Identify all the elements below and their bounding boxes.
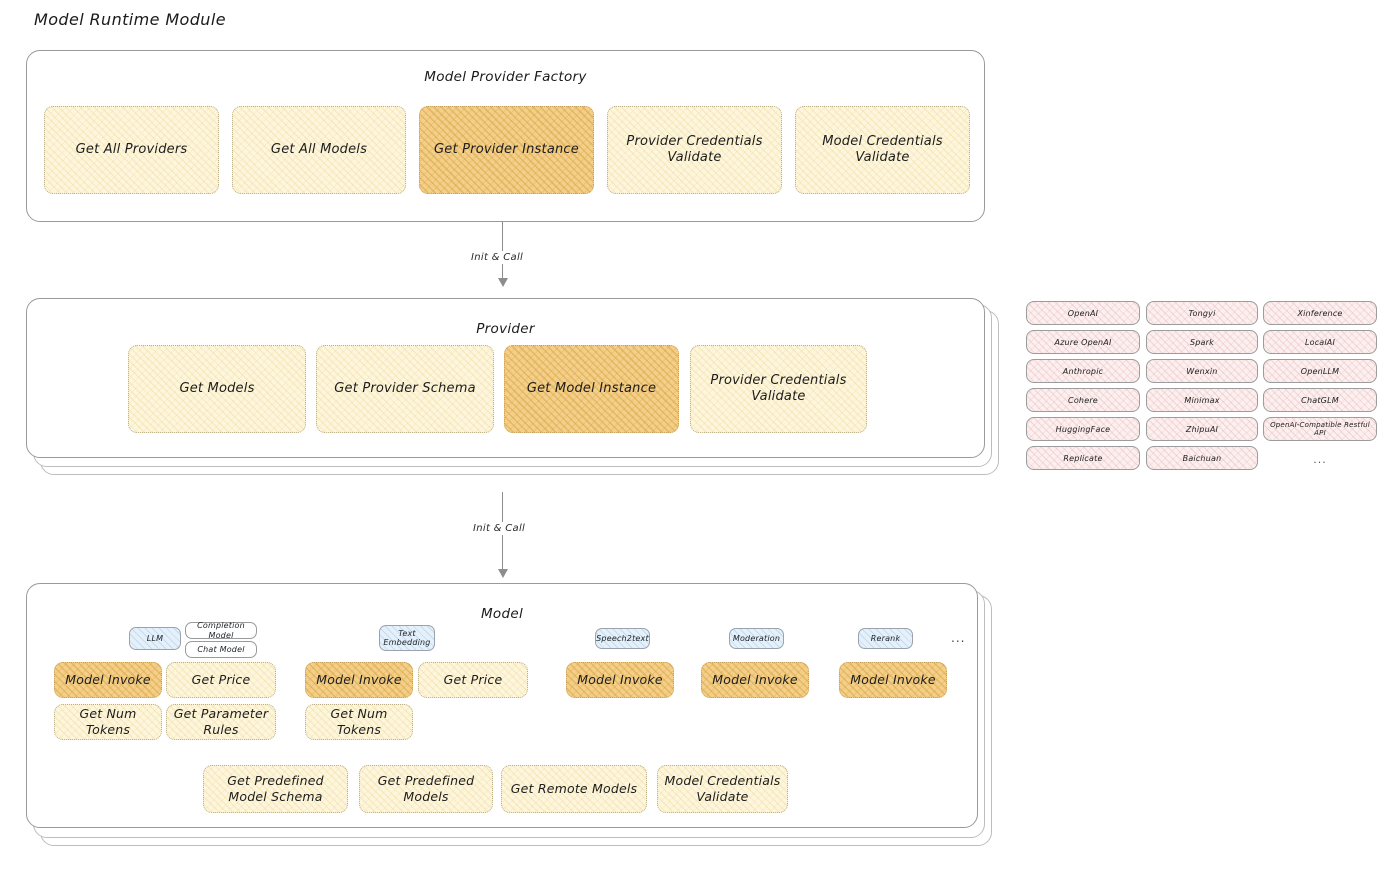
- llm-method-model-invoke[interactable]: Model Invoke: [54, 662, 162, 698]
- model-common-model-credentials-validate[interactable]: Model Credentials Validate: [657, 765, 788, 813]
- arrow-factory-to-provider-label: Init & Call: [466, 251, 529, 264]
- provider-chip-spark[interactable]: Spark: [1146, 330, 1258, 354]
- provider-box-provider-credentials-validate[interactable]: Provider Credentials Validate: [690, 345, 867, 433]
- moderation-method-model-invoke[interactable]: Model Invoke: [701, 662, 809, 698]
- llm-method-get-parameter-rules[interactable]: Get Parameter Rules: [166, 704, 276, 740]
- factory-box-model-credentials-validate[interactable]: Model Credentials Validate: [795, 106, 970, 194]
- provider-box-get-model-instance[interactable]: Get Model Instance: [504, 345, 679, 433]
- provider-list-more-ellipsis: ...: [1313, 452, 1327, 466]
- model-type-chip-speech2text[interactable]: Speech2text: [595, 628, 650, 649]
- provider-chip-azure-openai[interactable]: Azure OpenAI: [1026, 330, 1140, 354]
- arrow-factory-to-provider-head: [498, 278, 508, 287]
- factory-box-provider-credentials-validate[interactable]: Provider Credentials Validate: [607, 106, 782, 194]
- model-types-more-ellipsis: ...: [951, 631, 966, 645]
- factory-box-get-all-providers[interactable]: Get All Providers: [44, 106, 219, 194]
- provider-chip-openllm[interactable]: OpenLLM: [1263, 359, 1377, 383]
- provider-chip-chatglm[interactable]: ChatGLM: [1263, 388, 1377, 412]
- arrow-provider-to-model-label: Init & Call: [468, 522, 531, 535]
- speech2text-method-model-invoke[interactable]: Model Invoke: [566, 662, 674, 698]
- provider-chip-wenxin[interactable]: Wenxin: [1146, 359, 1258, 383]
- provider-chip-baichuan[interactable]: Baichuan: [1146, 446, 1258, 470]
- provider-chip-localai[interactable]: LocalAI: [1263, 330, 1377, 354]
- provider-chip-huggingface[interactable]: HuggingFace: [1026, 417, 1140, 441]
- model-type-chip-moderation[interactable]: Moderation: [729, 628, 784, 649]
- model-subtype-chip-completion-model[interactable]: Completion Model: [185, 621, 257, 640]
- model-common-get-remote-models[interactable]: Get Remote Models: [501, 765, 647, 813]
- provider-chip-openai-compatible-restful-api[interactable]: OpenAI-Compatible Restful API: [1263, 417, 1377, 441]
- text-embedding-method-get-price[interactable]: Get Price: [418, 662, 528, 698]
- model-type-chip-rerank[interactable]: Rerank: [858, 628, 913, 649]
- model-card: Model: [26, 583, 978, 828]
- arrow-provider-to-model-head: [498, 569, 508, 578]
- model-type-chip-llm[interactable]: LLM: [129, 627, 181, 650]
- provider-chip-cohere[interactable]: Cohere: [1026, 388, 1140, 412]
- rerank-method-model-invoke[interactable]: Model Invoke: [839, 662, 947, 698]
- page-title: Model Runtime Module: [34, 10, 226, 29]
- factory-box-get-all-models[interactable]: Get All Models: [232, 106, 406, 194]
- provider-chip-tongyi[interactable]: Tongyi: [1146, 301, 1258, 325]
- factory-box-get-provider-instance[interactable]: Get Provider Instance: [419, 106, 594, 194]
- provider-chip-minimax[interactable]: Minimax: [1146, 388, 1258, 412]
- model-common-get-predefined-models[interactable]: Get Predefined Models: [359, 765, 493, 813]
- provider-title: Provider: [476, 321, 535, 337]
- text-embedding-method-model-invoke[interactable]: Model Invoke: [305, 662, 413, 698]
- text-embedding-method-get-num-tokens[interactable]: Get Num Tokens: [305, 704, 413, 740]
- model-common-get-predefined-model-schema[interactable]: Get Predefined Model Schema: [203, 765, 348, 813]
- model-type-chip-text-embedding[interactable]: Text Embedding: [379, 625, 435, 651]
- provider-chip-openai[interactable]: OpenAI: [1026, 301, 1140, 325]
- model-title: Model: [480, 606, 524, 622]
- provider-chip-zhipuai[interactable]: ZhipuAI: [1146, 417, 1258, 441]
- provider-box-get-provider-schema[interactable]: Get Provider Schema: [316, 345, 494, 433]
- llm-method-get-num-tokens[interactable]: Get Num Tokens: [54, 704, 162, 740]
- provider-chip-replicate[interactable]: Replicate: [1026, 446, 1140, 470]
- model-provider-factory-title: Model Provider Factory: [424, 69, 587, 85]
- model-subtype-chip-chat-model[interactable]: Chat Model: [185, 641, 257, 658]
- provider-chip-xinference[interactable]: Xinference: [1263, 301, 1377, 325]
- provider-chip-anthropic[interactable]: Anthropic: [1026, 359, 1140, 383]
- provider-box-get-models[interactable]: Get Models: [128, 345, 306, 433]
- llm-method-get-price[interactable]: Get Price: [166, 662, 276, 698]
